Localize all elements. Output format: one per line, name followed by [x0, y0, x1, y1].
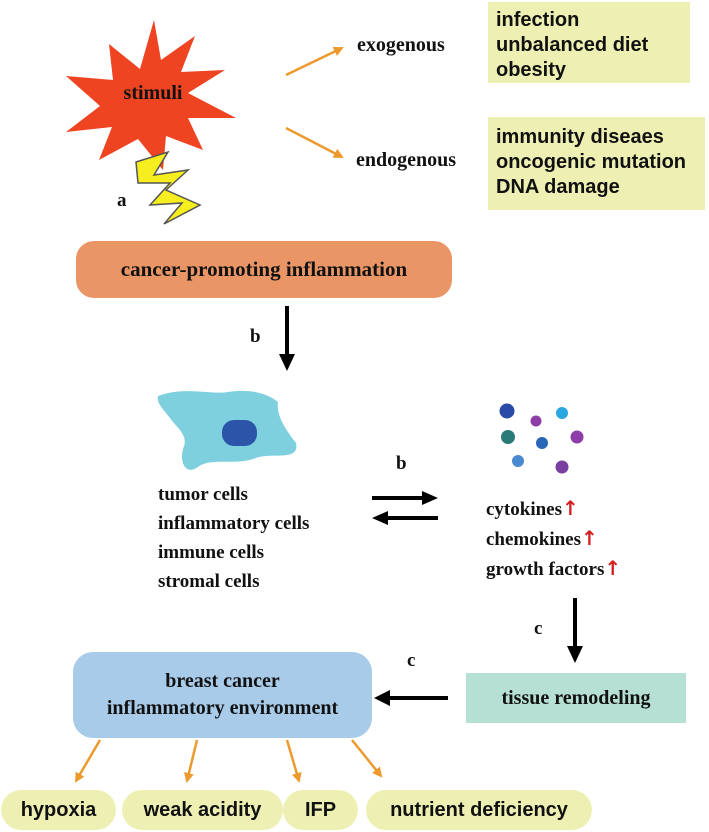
- cell-type-item: immune cells: [158, 542, 265, 563]
- arrow-to-weak-acidity: [184, 739, 199, 783]
- arrow-factors-to-cells-head: [372, 511, 388, 525]
- label-c-1: c: [534, 618, 543, 639]
- factor-dots-icon: [499, 403, 584, 474]
- inflammation-label: cancer-promoting inflammation: [120, 257, 408, 281]
- factors-list: cytokines↑ chemokines↑ growth factors↑: [486, 494, 621, 584]
- factor-name: growth factors: [486, 559, 605, 580]
- factor-item: cytokines↑: [486, 494, 621, 524]
- breast-cancer-environment-box: breast cancer inflammatory environment: [73, 652, 372, 738]
- cell-type-item: inflammatory cells: [158, 513, 310, 534]
- endogenous-label: endogenous: [356, 149, 457, 171]
- factor-item: chemokines↑: [486, 524, 621, 554]
- tissue-remodeling-label: tissue remodeling: [501, 686, 651, 709]
- endogenous-factors-box: immunity diseaes oncogenic mutation DNA …: [488, 117, 705, 210]
- exogenous-label: exogenous: [357, 34, 445, 56]
- exogenous-item: obesity: [496, 59, 567, 81]
- arrow-cells-to-factors-head: [422, 491, 438, 505]
- environment-line-2: inflammatory environment: [106, 697, 339, 719]
- endogenous-item: DNA damage: [496, 176, 620, 198]
- arrow-factors-to-remodeling-head: [567, 646, 583, 663]
- cell-nucleus-icon: [222, 420, 257, 446]
- environment-line-1: breast cancer: [165, 670, 280, 692]
- arrow-to-exogenous: [285, 46, 344, 77]
- cell-type-item: stromal cells: [158, 571, 260, 592]
- exogenous-item: unbalanced diet: [496, 34, 649, 56]
- label-a: a: [117, 190, 127, 211]
- arrow-to-hypoxia: [74, 739, 102, 783]
- factor-item: growth factors↑: [486, 554, 621, 584]
- increase-arrow-icon: ↑: [581, 526, 598, 550]
- outcome-weak-acidity: weak acidity: [122, 790, 283, 830]
- cell-type-item: tumor cells: [158, 484, 248, 505]
- cell-types-list: tumor cells inflammatory cells immune ce…: [158, 480, 309, 596]
- exogenous-factors-box: infection unbalanced diet obesity: [488, 2, 690, 83]
- stimuli-label: stimuli: [123, 82, 183, 104]
- outcome-label: IFP: [304, 798, 337, 821]
- stimuli-star-icon: [66, 20, 236, 170]
- outcome-label: weak acidity: [143, 798, 262, 821]
- increase-arrow-icon: ↑: [604, 556, 622, 580]
- tissue-remodeling-box: tissue remodeling: [466, 673, 686, 723]
- cancer-promoting-inflammation-box: cancer-promoting inflammation: [76, 241, 452, 298]
- outcome-nutrient-deficiency: nutrient deficiency: [366, 790, 592, 830]
- arrow-remodeling-to-environment-head: [374, 690, 390, 706]
- endogenous-item: immunity diseaes: [496, 126, 664, 148]
- outcome-label: nutrient deficiency: [390, 798, 568, 821]
- lightning-bolt-icon: [135, 150, 202, 225]
- label-b-1: b: [250, 326, 261, 347]
- label-b-2: b: [396, 453, 407, 474]
- arrow-inflammation-to-cells-head: [279, 354, 295, 371]
- arrow-to-endogenous: [285, 126, 344, 159]
- exogenous-item: infection: [496, 9, 580, 31]
- factor-name: chemokines: [486, 529, 581, 550]
- arrow-to-ifp: [285, 739, 302, 783]
- label-c-2: c: [407, 650, 416, 671]
- outcome-ifp: IFP: [283, 790, 358, 830]
- factor-name: cytokines: [486, 499, 562, 520]
- outcome-hypoxia: hypoxia: [1, 790, 116, 830]
- increase-arrow-icon: ↑: [562, 496, 579, 520]
- arrow-to-nutrient-deficiency: [351, 739, 383, 778]
- endogenous-item: oncogenic mutation: [496, 151, 686, 173]
- outcome-label: hypoxia: [20, 798, 97, 821]
